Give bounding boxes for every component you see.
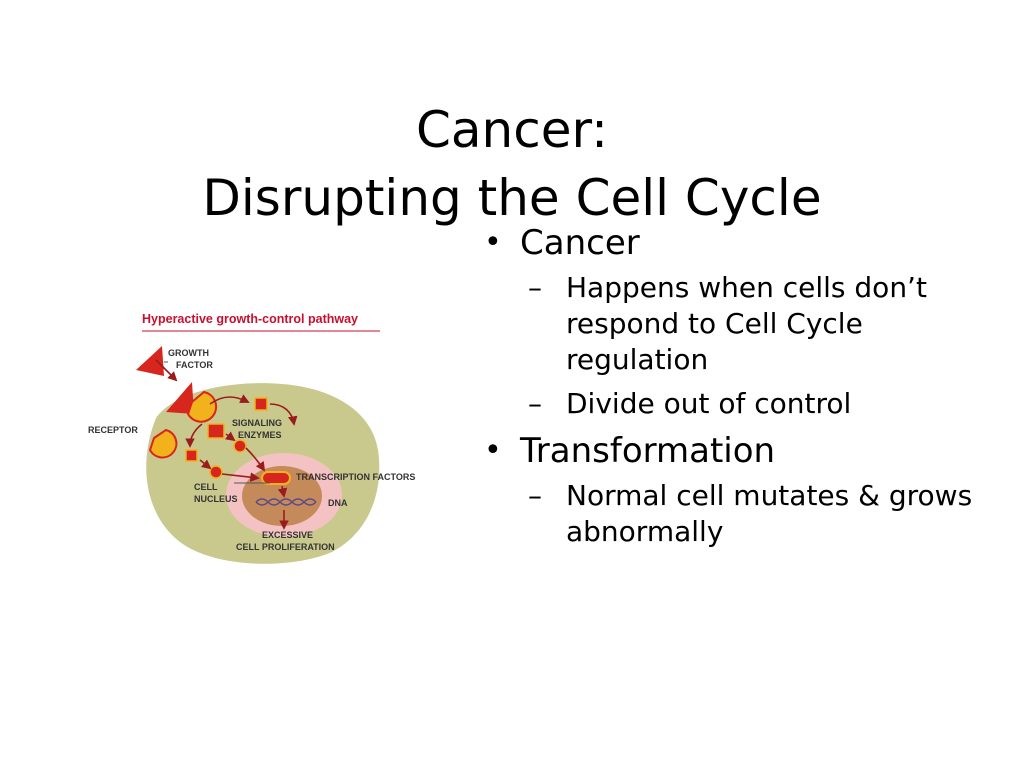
label-dna: DNA bbox=[328, 498, 348, 508]
arrow bbox=[245, 447, 266, 472]
dna-strand bbox=[255, 498, 317, 506]
pathway-figure: Hyperactive growth-control pathway bbox=[84, 300, 424, 570]
arrow bbox=[224, 431, 236, 442]
growth-factor-shape bbox=[136, 346, 164, 376]
label-signaling-2: ENZYMES bbox=[238, 430, 282, 440]
label-growth-factor-1: GROWTH bbox=[168, 348, 209, 358]
sub-bullet-list: Normal cell mutates & grows abnormally bbox=[520, 478, 998, 550]
label-receptor: RECEPTOR bbox=[88, 425, 138, 435]
bullet-list: Cancer Happens when cells don’t respond … bbox=[478, 222, 998, 558]
bullet-transformation: Transformation Normal cell mutates & gro… bbox=[478, 430, 998, 550]
growth-factor-shape bbox=[166, 382, 194, 414]
receptor-shape bbox=[186, 390, 218, 423]
sub-bullet: Happens when cells don’t respond to Cell… bbox=[520, 270, 998, 378]
bullet-cancer: Cancer Happens when cells don’t respond … bbox=[478, 222, 998, 422]
enzyme-circle bbox=[233, 439, 247, 453]
label-cell-2: NUCLEUS bbox=[194, 494, 238, 504]
bullet-text: Transformation bbox=[520, 431, 776, 471]
label-cell-1: CELL bbox=[194, 482, 218, 492]
arrow bbox=[185, 423, 203, 448]
label-growth-factor-2: FACTOR bbox=[176, 360, 213, 370]
label-excessive-2: CELL PROLIFERATION bbox=[236, 542, 335, 552]
enzyme-square bbox=[207, 423, 225, 439]
bullet-text: Cancer bbox=[520, 223, 640, 263]
arrow bbox=[221, 472, 260, 482]
arrow bbox=[269, 403, 298, 426]
arrow bbox=[277, 485, 288, 498]
sub-bullet: Normal cell mutates & grows abnormally bbox=[520, 478, 998, 550]
enzyme-square bbox=[185, 449, 198, 462]
arrow bbox=[209, 394, 250, 405]
enzyme-circle bbox=[209, 465, 223, 479]
transcription-factor-shape bbox=[261, 471, 291, 485]
arrow bbox=[155, 359, 178, 382]
label-transcription: TRANSCRIPTION FACTORS bbox=[296, 472, 415, 482]
label-excessive-1: EXCESSIVE bbox=[262, 530, 313, 540]
sub-bullet: Divide out of control bbox=[520, 386, 998, 422]
sub-bullet-list: Happens when cells don’t respond to Cell… bbox=[520, 270, 998, 422]
arrow bbox=[199, 459, 212, 470]
pathway-diagram: Hyperactive growth-control pathway bbox=[88, 312, 415, 564]
title-line-1: Cancer: bbox=[415, 100, 609, 159]
slide-title: Cancer: Disrupting the Cell Cycle bbox=[0, 96, 1024, 232]
figure-heading: Hyperactive growth-control pathway bbox=[142, 312, 358, 326]
enzyme-square bbox=[254, 397, 268, 411]
label-signaling-1: SIGNALING bbox=[232, 418, 282, 428]
receptor-shape bbox=[148, 428, 178, 459]
title-line-2: Disrupting the Cell Cycle bbox=[202, 168, 822, 227]
dna-strand bbox=[255, 498, 317, 506]
